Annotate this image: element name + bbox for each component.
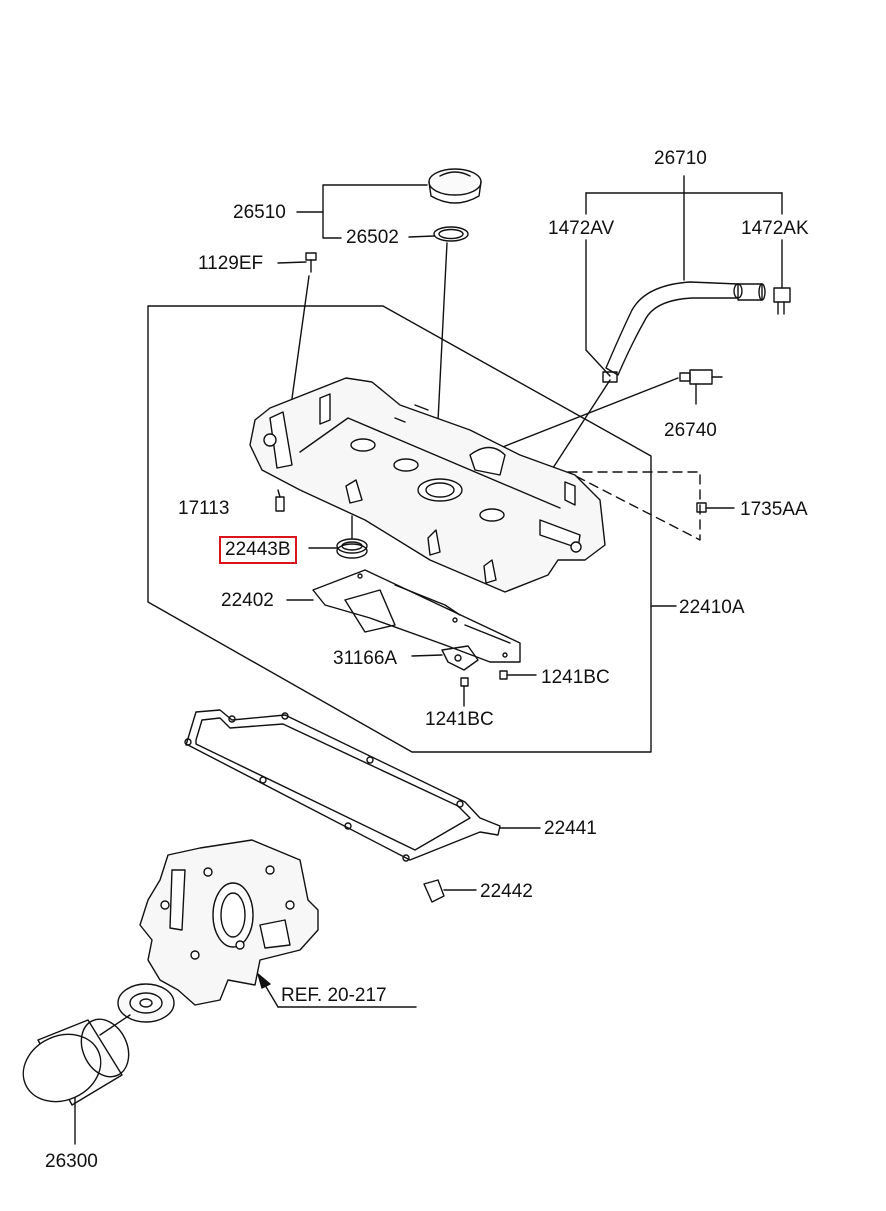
label-26300: 26300 xyxy=(45,1151,98,1172)
label-26510: 26510 xyxy=(233,202,286,223)
oil-pump-housing xyxy=(139,839,319,1006)
label-22443B-highlighted: 22443B xyxy=(219,536,297,564)
oil-filler-cap xyxy=(428,168,482,242)
label-17113: 17113 xyxy=(178,498,230,519)
dowel-17113 xyxy=(275,489,285,512)
label-31166A: 31166A xyxy=(333,648,398,669)
label-22441: 22441 xyxy=(544,818,597,839)
oil-filter xyxy=(22,983,175,1145)
label-26740: 26740 xyxy=(664,420,717,441)
seal-22443B xyxy=(308,515,368,559)
cover-gasket xyxy=(184,709,541,862)
screw-1241BC-b xyxy=(460,677,469,707)
label-1735AA: 1735AA xyxy=(740,499,808,520)
label-1472AK: 1472AK xyxy=(741,218,809,239)
label-26710: 26710 xyxy=(654,148,707,169)
rocker-cover xyxy=(249,377,606,593)
label-22442: 22442 xyxy=(480,881,533,902)
nut-1735AA xyxy=(696,502,735,513)
bracket-31166A xyxy=(411,645,479,671)
label-22402: 22402 xyxy=(221,590,274,611)
bolt-1129EF xyxy=(277,252,317,273)
label-26502: 26502 xyxy=(346,227,399,248)
pcv-valve xyxy=(489,369,723,453)
plug-22442 xyxy=(423,879,477,903)
label-1472AV: 1472AV xyxy=(548,218,615,239)
label-22410A: 22410A xyxy=(679,597,745,618)
label-1241BC-bottom: 1241BC xyxy=(425,709,494,730)
assembly-boundary xyxy=(147,305,652,753)
baffle-plate xyxy=(286,569,521,663)
label-ref-20-217: REF. 20-217 xyxy=(281,985,387,1006)
label-1129EF: 1129EF xyxy=(198,253,264,274)
label-1241BC-right: 1241BC xyxy=(541,667,610,688)
screw-1241BC-a xyxy=(499,670,537,680)
pcv-hose xyxy=(539,175,791,489)
